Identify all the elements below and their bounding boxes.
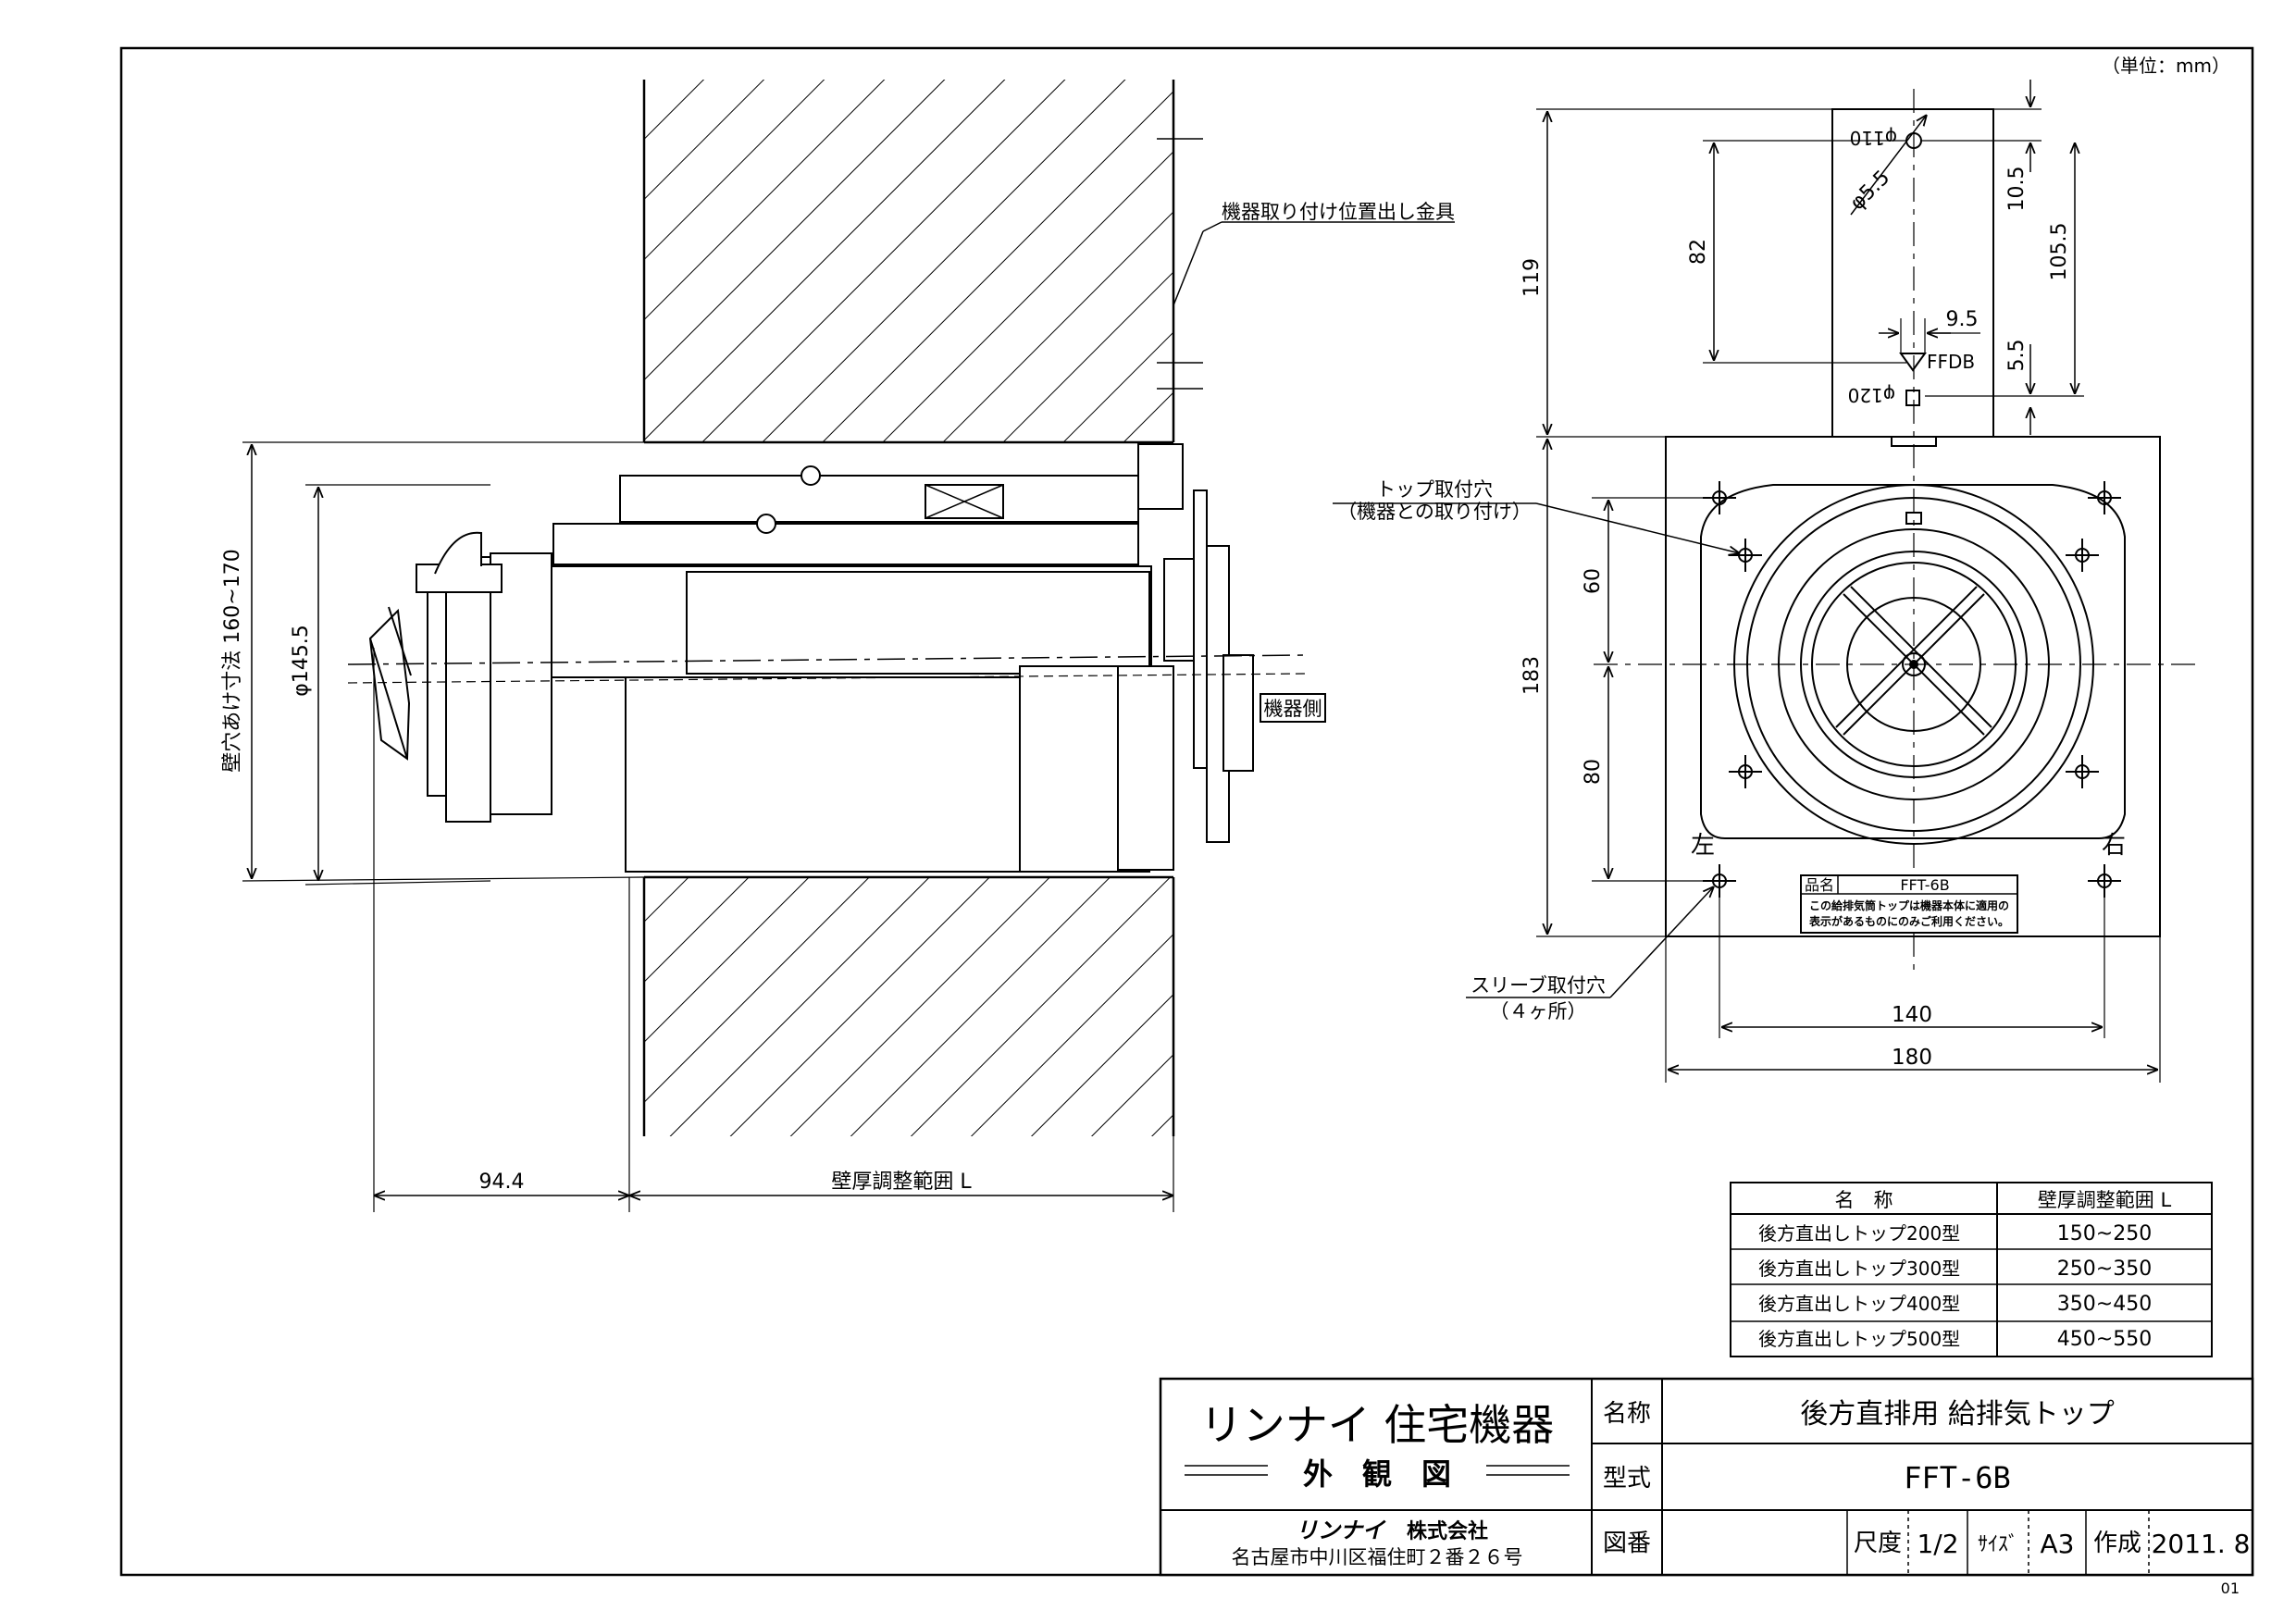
table-cell-range: 350~450 xyxy=(2057,1293,2152,1316)
label-top-hole-1: トップ取付穴 xyxy=(1376,478,1493,501)
dim-183: 183 xyxy=(1520,656,1544,695)
wall-lower xyxy=(644,877,1173,1136)
spec-table: 名 称 壁厚調整範囲 L 後方直出しトップ200型 150~250 後方直出しト… xyxy=(1730,1182,2213,1357)
dim-80: 80 xyxy=(1582,759,1605,785)
dim-9-5: 9.5 xyxy=(1946,308,1979,331)
dim-wall-hole: 壁穴あけ寸法 160~170 xyxy=(221,549,244,772)
plate-name-value: FFT-6B xyxy=(1900,876,1949,894)
label-bracket: 機器取り付け位置出し金具 xyxy=(1222,201,1455,223)
model-value: FFT-6B xyxy=(1904,1460,2011,1495)
drawing-type: 外 観 図 xyxy=(1303,1456,1451,1492)
label-left: 左 xyxy=(1691,832,1715,860)
table-cell-model: 後方直出しトップ300型 xyxy=(1758,1258,1960,1280)
table-cell-range: 150~250 xyxy=(2057,1222,2152,1245)
date-label: 作成 xyxy=(2093,1530,2141,1557)
dim-5-5: 5.5 xyxy=(2005,340,2029,372)
label-ffdb: FFDB xyxy=(1927,351,1975,373)
dim-60: 60 xyxy=(1582,568,1605,594)
title-block: リンナイ 住宅機器 外 観 図 リンナイ 株式会社 名古屋市中川区福住町２番２６… xyxy=(1159,1377,2254,1577)
wall-upper xyxy=(644,80,1173,442)
name-plate xyxy=(1800,874,2018,934)
label-sleeve-hole-2: （４ヶ所） xyxy=(1490,1000,1587,1022)
table-header-name: 名 称 xyxy=(1835,1189,1893,1211)
scale-value: 1/2 xyxy=(1917,1529,1958,1559)
scale-label: 尺度 xyxy=(1854,1530,1902,1557)
company-address: 名古屋市中川区福住町２番２６号 xyxy=(1232,1546,1523,1568)
table-cell-range: 250~350 xyxy=(2057,1258,2152,1281)
table-header-range: 壁厚調整範囲 L xyxy=(2038,1189,2172,1211)
table-cell-range: 450~550 xyxy=(2057,1328,2152,1351)
label-device-side: 機器側 xyxy=(1264,698,1322,720)
plate-note-1: この給排気筒トップは機器本体に適用の xyxy=(1809,898,2009,912)
company-logo: リンナイ xyxy=(1296,1518,1386,1543)
dim-140: 140 xyxy=(1892,1003,1932,1027)
dim-wall-range: 壁厚調整範囲 L xyxy=(831,1171,972,1194)
table-cell-model: 後方直出しトップ200型 xyxy=(1758,1222,1960,1245)
dim-119: 119 xyxy=(1520,258,1544,297)
dim-diameter: φ145.5 xyxy=(290,625,313,697)
drawing-no-label: 図番 xyxy=(1603,1530,1651,1557)
label-top-hole-2: （機器との取り付け） xyxy=(1337,501,1532,523)
label-sleeve-hole-1: スリーブ取付穴 xyxy=(1471,974,1606,997)
company-brand: リンナイ 住宅機器 xyxy=(1200,1400,1555,1450)
side-view: 壁穴あけ寸法 160~170 φ145.5 94.4 壁厚調整範囲 L 機器取り… xyxy=(221,80,1455,1212)
label-right: 右 xyxy=(2102,832,2126,860)
dim-180: 180 xyxy=(1892,1046,1932,1070)
mounting-tab xyxy=(1831,108,1994,438)
table-cell-model: 後方直出しトップ500型 xyxy=(1758,1328,1960,1350)
date-value: 2011. 8 xyxy=(2152,1529,2251,1559)
label-phi110: φ110 xyxy=(1850,127,1897,149)
name-label: 名称 xyxy=(1603,1400,1651,1428)
dim-10-5: 10.5 xyxy=(2005,167,2029,212)
page-number: 01 xyxy=(2221,1580,2240,1597)
unit-note: （単位：mm） xyxy=(2102,55,2230,77)
size-label: ｻｲｽﾞ xyxy=(1978,1533,2018,1556)
company-name: 株式会社 xyxy=(1407,1519,1488,1543)
dim-105-5: 105.5 xyxy=(2048,223,2071,281)
size-value: A3 xyxy=(2041,1529,2075,1559)
model-label: 型式 xyxy=(1603,1465,1651,1493)
dim-82: 82 xyxy=(1687,239,1710,265)
table-cell-model: 後方直出しトップ400型 xyxy=(1758,1293,1960,1315)
front-view: φ110 φ120 FFDB φ5.5 xyxy=(1333,80,2201,1083)
plate-name-label: 品名 xyxy=(1805,876,1834,894)
plate-note-2: 表示があるものにのみご利用ください。 xyxy=(1808,914,2009,928)
dim-protrusion: 94.4 xyxy=(479,1171,525,1194)
device-side-box xyxy=(1260,693,1326,723)
name-value: 後方直排用 給排気トップ xyxy=(1800,1398,2115,1431)
label-phi120: φ120 xyxy=(1848,384,1895,406)
